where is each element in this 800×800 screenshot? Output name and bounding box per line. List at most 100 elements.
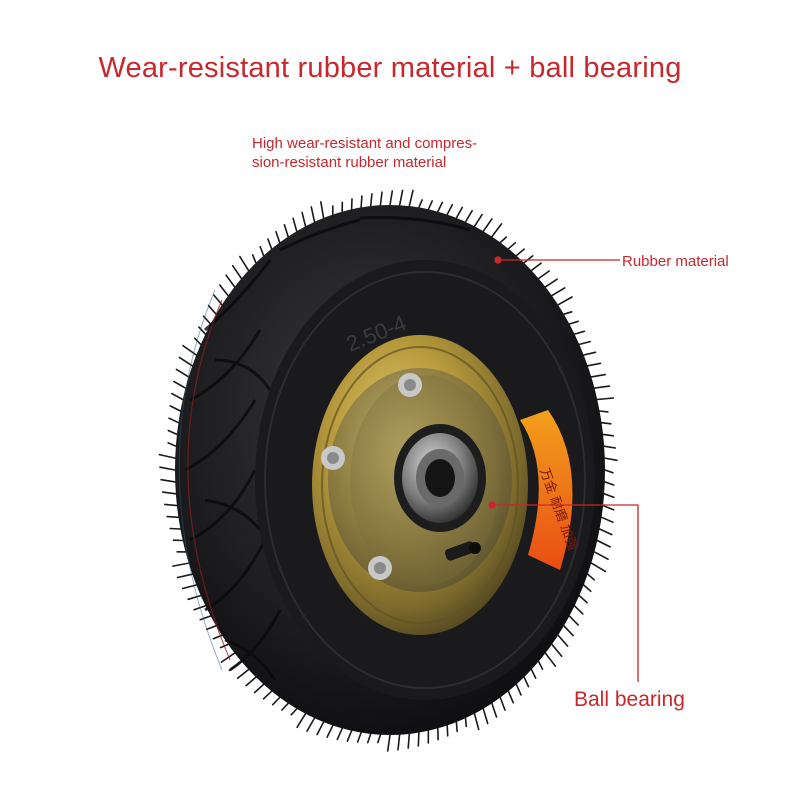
tire-fringe-hair [178,356,194,367]
tire-fringe-hair [167,429,178,436]
tire-fringe-hair [515,248,525,257]
tire-fringe-hair [164,503,178,507]
tire-fringe-hair [557,296,573,306]
tire-fringe-hair [262,690,273,700]
tire-fringe-hair [417,731,420,747]
tire-fringe-hair [473,213,483,228]
tire-fringe-hair [379,191,383,207]
tire-fringe-hair [602,504,615,511]
tire-fringe-hair [600,421,612,425]
tire-fringe-hair [568,320,580,325]
tire-fringe-hair [563,310,573,316]
tire-fringe-hair [590,562,607,573]
tire-fringe-hair [166,515,180,519]
tire-fringe-hair [236,668,250,680]
tire-fringe-hair [389,190,394,206]
tire-fringe-hair [356,731,362,743]
tire-fringe-hair [578,340,591,346]
tire-fringe-hair [523,676,530,688]
tire-fringe-hair [366,733,372,744]
tire-fringe-hair [225,274,236,288]
tire-fringe-hair [336,727,344,741]
tire-fringe-hair [582,351,597,356]
tire-fringe-hair [446,724,449,737]
tire-fringe-hair [515,683,522,696]
tire-fringe-hair [573,330,586,335]
tire-fringe-hair [283,224,289,238]
tire-fringe-hair [290,707,298,716]
tire-fringe-hair [408,189,414,207]
tire-fringe-hair [578,594,588,604]
tire-fringe-hair [455,721,458,733]
tire-fringe-hair [319,201,325,219]
tire-fringe-hair [491,702,498,718]
tire-fringe-hair [418,199,423,209]
tire-fringe-hair [598,528,613,536]
tire-fringe-hair [603,445,617,449]
tire-fringe-hair [551,287,566,297]
tire-fringe-hair [544,652,557,668]
tire-fringe-hair [251,254,257,264]
tire-fringe-hair [464,209,474,223]
tire-fringe-hair [160,478,176,483]
tire-fringe-hair [436,201,444,213]
tire-fringe-hair [507,242,517,250]
bolt-icon [321,373,422,580]
tire-fringe-hair [267,238,273,250]
tire-fringe-hair [219,284,229,297]
tire-fringe-hair [316,721,325,736]
tire-fringe-hair [551,643,563,658]
tire-fringe-hair [306,717,316,732]
callout-wear-line1: High wear-resistant and compres- [252,135,478,152]
tire-fringe-hair [482,218,493,232]
tire-fringe-hair [245,676,257,687]
headline: Wear-resistant rubber material + ball be… [98,52,682,84]
tire-fringe-hair [507,690,515,704]
tire-fringe-hair [253,683,265,694]
callout-wear-resistant: High wear-resistant and compres- sion-re… [252,134,552,172]
tire-fringe-hair [537,270,551,280]
tire-fringe-hair [292,217,298,232]
tire-fringe-hair [593,551,609,561]
tire-fringe-hair [596,539,611,548]
tire-fringe-hair [231,264,243,280]
valve-icon [444,541,481,561]
tire-fringe-hair [582,584,592,593]
tire-fringe-hair [326,724,334,739]
tire-fringe-hair [369,193,373,207]
tire-fringe-hair [187,594,202,601]
tire-fringe-hair [557,634,569,647]
tire-fringe-hair [602,433,615,437]
tire-fringe-hair [603,457,618,462]
tire-fringe-hair [596,397,615,401]
tire-fringe-hair [360,195,363,209]
tire-fringe-hair [172,562,190,567]
tire-fringe-hair [168,417,180,424]
tire-fringe-hair [473,712,480,731]
tire-fringe-hair [573,605,584,615]
tire-fringe-hair [193,337,202,346]
tire-fringe-hair [455,206,464,219]
tire-fringe-hair [482,707,489,725]
tire-fringe-hair [169,405,182,412]
tire-fringe-hair [563,624,574,637]
tire-fringe-hair [161,491,177,495]
tire-fringe-hair [537,660,544,671]
tire-fringe-hair [310,206,316,223]
tire-fringe-hair [499,696,506,711]
tire-fringe-hair [530,262,542,272]
tire-fringe-hair [175,368,190,378]
tire-fringe-hair [207,304,217,316]
callout-lines [488,256,639,682]
tire-fringe-hair [386,734,391,752]
tire-fringe-hair [176,573,194,579]
callout-ball-bearing: Ball bearing [574,688,685,711]
tire-fringe-hair [398,189,404,207]
tire-fringe-hair [159,466,176,471]
tire-fringe-hair [301,211,307,228]
tire-fringe-hair [604,469,614,474]
tire-fringe-hair [275,230,281,244]
tire-fringe-hair [220,652,236,663]
ball-bearing [394,424,486,532]
tire-fringe-hair [167,441,177,448]
